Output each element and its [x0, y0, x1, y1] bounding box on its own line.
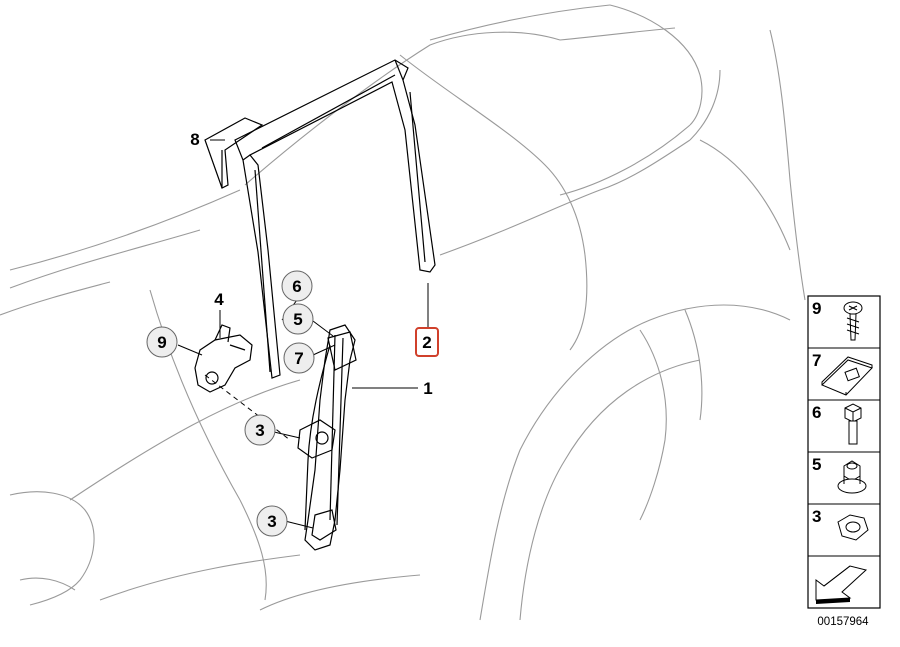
- callout-2[interactable]: 2: [415, 327, 439, 357]
- callout-3-lower-label: 3: [267, 512, 276, 531]
- part-1-window-regulator: [297, 324, 357, 551]
- legend-label-5: 5: [812, 455, 821, 474]
- callout-8-label: 8: [190, 130, 199, 149]
- fastener-legend: 9 7 6: [807, 295, 881, 609]
- callout-9: 9: [146, 326, 178, 358]
- legend-row-9: 9: [812, 299, 863, 341]
- callout-5: 5: [282, 303, 314, 335]
- vehicle-body-outline: [0, 4, 806, 621]
- legend-label-6: 6: [812, 403, 821, 422]
- legend-row-3: 3: [812, 507, 869, 541]
- callout-2-highlight: [415, 327, 439, 357]
- callout-7-label: 7: [294, 349, 303, 368]
- legend-label-9: 9: [812, 299, 821, 318]
- callout-3-upper: 3: [244, 414, 276, 446]
- callout-6-label: 6: [292, 277, 301, 296]
- legend-label-3: 3: [812, 507, 821, 526]
- callout-3-upper-label: 3: [255, 421, 264, 440]
- clip-nut-icon: [821, 356, 873, 396]
- callout-2-label: 2: [422, 333, 431, 352]
- collar-nut-icon: [837, 460, 867, 494]
- callout-1-label: 1: [423, 379, 432, 398]
- callout-7: 7: [283, 342, 315, 374]
- callout-4: 4: [214, 290, 224, 309]
- diagram-reference-number: 00157964: [817, 616, 869, 628]
- direction-arrow-icon: [815, 565, 868, 604]
- callout-5-label: 5: [293, 310, 302, 329]
- legend-row-5: 5: [812, 455, 867, 494]
- legend-row-6: 6: [812, 403, 862, 445]
- screw-icon: [843, 301, 863, 341]
- callout-1: 1: [423, 379, 432, 398]
- callout-8: 8: [190, 130, 199, 149]
- legend-row-7: 7: [812, 351, 873, 396]
- callout-3-lower: 3: [256, 505, 288, 537]
- part-2-window-guide-rail: [234, 59, 436, 379]
- callout-9-label: 9: [157, 333, 166, 352]
- leader-lines: [177, 139, 429, 529]
- callout-4-label: 4: [214, 290, 224, 309]
- part-4-window-motor: [194, 324, 253, 393]
- hex-bolt-icon: [844, 403, 862, 445]
- hex-nut-icon: [837, 514, 869, 541]
- legend-label-7: 7: [812, 351, 821, 370]
- callout-6: 6: [281, 270, 313, 302]
- part-8-cover-trim: [204, 117, 264, 189]
